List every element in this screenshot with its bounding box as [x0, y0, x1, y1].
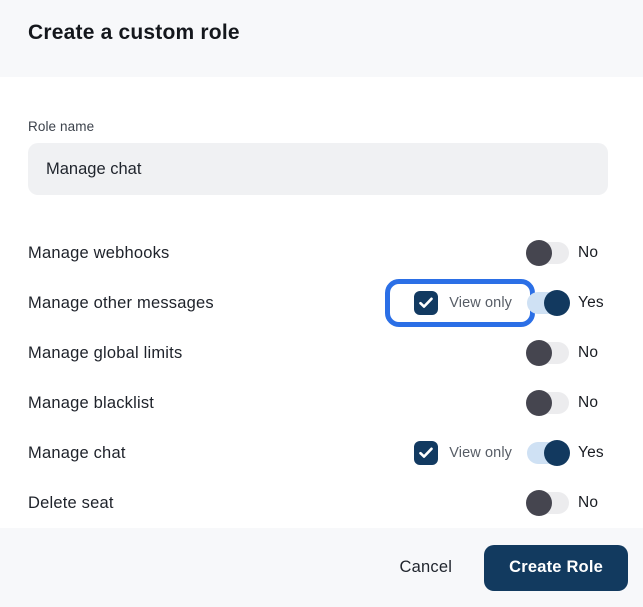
toggle-value-label: No [578, 494, 599, 511]
permission-row-manage-global-limits: Manage global limits No [28, 328, 608, 378]
permission-row-delete-seat: Delete seat No [28, 478, 608, 528]
toggle-switch[interactable] [526, 390, 569, 416]
view-only-group: View only [414, 441, 512, 465]
permission-label: Manage blacklist [28, 393, 155, 412]
permission-label: Manage other messages [28, 293, 214, 312]
permission-controls: No [526, 240, 608, 266]
permission-controls: View only Yes [385, 279, 608, 327]
cancel-button[interactable]: Cancel [384, 548, 469, 587]
permission-row-manage-blacklist: Manage blacklist No [28, 378, 608, 428]
toggle-value-label: No [578, 394, 599, 411]
permission-label: Manage chat [28, 443, 126, 462]
view-only-checkbox[interactable] [414, 441, 439, 465]
check-icon [419, 297, 434, 308]
toggle-switch[interactable] [526, 340, 569, 366]
modal-footer: Cancel Create Role [0, 528, 643, 607]
permission-label: Manage global limits [28, 343, 183, 362]
check-icon [419, 447, 434, 458]
view-only-highlight-box: View only [385, 279, 535, 327]
modal-body: Role name Manage webhooks No Manage othe… [0, 77, 643, 528]
view-only-label: View only [449, 295, 512, 311]
permission-row-manage-chat: Manage chat View only Yes [28, 428, 608, 478]
permission-row-manage-other-messages: Manage other messages View only Yes [28, 278, 608, 328]
toggle-knob [544, 290, 570, 316]
toggle-knob [526, 240, 552, 266]
toggle-value-label: No [578, 244, 599, 261]
permission-row-manage-webhooks: Manage webhooks No [28, 228, 608, 278]
view-only-label: View only [449, 445, 512, 461]
toggle-switch[interactable] [526, 240, 569, 266]
modal-header: Create a custom role [0, 0, 643, 77]
toggle-switch[interactable] [527, 440, 570, 466]
toggle-value-label: Yes [578, 444, 604, 461]
toggle-value-label: No [578, 344, 599, 361]
role-name-label: Role name [28, 119, 95, 134]
permissions-list: Manage webhooks No Manage other messages… [28, 228, 608, 528]
toggle-switch[interactable] [527, 290, 570, 316]
toggle-switch[interactable] [526, 490, 569, 516]
permission-label: Delete seat [28, 493, 114, 512]
permission-controls: View only Yes [414, 440, 608, 466]
permission-label: Manage webhooks [28, 243, 170, 262]
create-role-button[interactable]: Create Role [484, 544, 628, 591]
toggle-value-label: Yes [578, 294, 604, 311]
toggle-knob [526, 340, 552, 366]
permission-controls: No [526, 490, 608, 516]
permission-controls: No [526, 340, 608, 366]
permission-controls: No [526, 390, 608, 416]
toggle-knob [526, 490, 552, 516]
toggle-knob [526, 390, 552, 416]
view-only-checkbox[interactable] [414, 291, 439, 315]
toggle-knob [544, 440, 570, 466]
page-title: Create a custom role [28, 20, 240, 44]
role-name-input[interactable] [28, 143, 608, 195]
